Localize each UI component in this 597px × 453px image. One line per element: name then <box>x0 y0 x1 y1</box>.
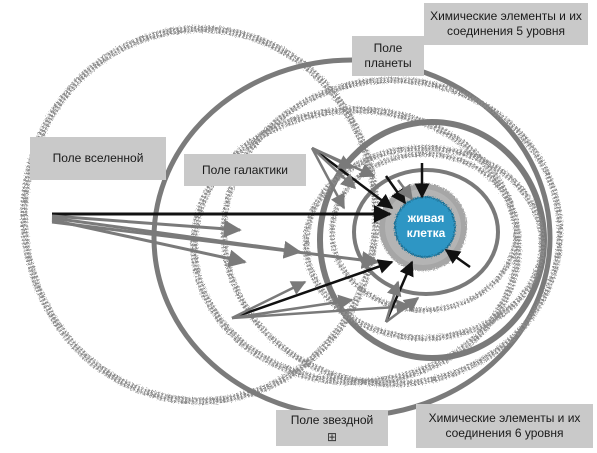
universe-field-label: Поле вселенной <box>30 137 166 180</box>
planet-field-ring <box>221 77 563 387</box>
galaxy-arrows <box>310 146 394 210</box>
chem6-ring <box>303 145 545 341</box>
right-arrows <box>444 248 471 269</box>
chem6-label: Химические элементы и их соединения 6 ур… <box>416 404 593 448</box>
chem5-ring <box>317 119 547 361</box>
chem5-label: Химические элементы и их соединения 5 ур… <box>424 3 588 45</box>
star-arrows <box>231 259 412 320</box>
planet-arrows <box>384 163 430 205</box>
inner-ring-outer <box>329 151 519 313</box>
galaxy-field-ring <box>151 57 553 419</box>
chem6-arrows <box>384 260 420 323</box>
star-field-label: Поле звездной <box>276 410 388 446</box>
living-cell-label: живая клетка <box>406 211 446 240</box>
galaxy-field-label: Поле галактики <box>184 154 306 186</box>
universe-arrows <box>51 205 392 269</box>
planet-field-label: Поле планеты <box>352 36 424 76</box>
inner-ring-middle <box>352 168 500 296</box>
star-field-ring <box>190 106 522 386</box>
anchor-handle-icon[interactable]: ⊞ <box>327 430 338 444</box>
